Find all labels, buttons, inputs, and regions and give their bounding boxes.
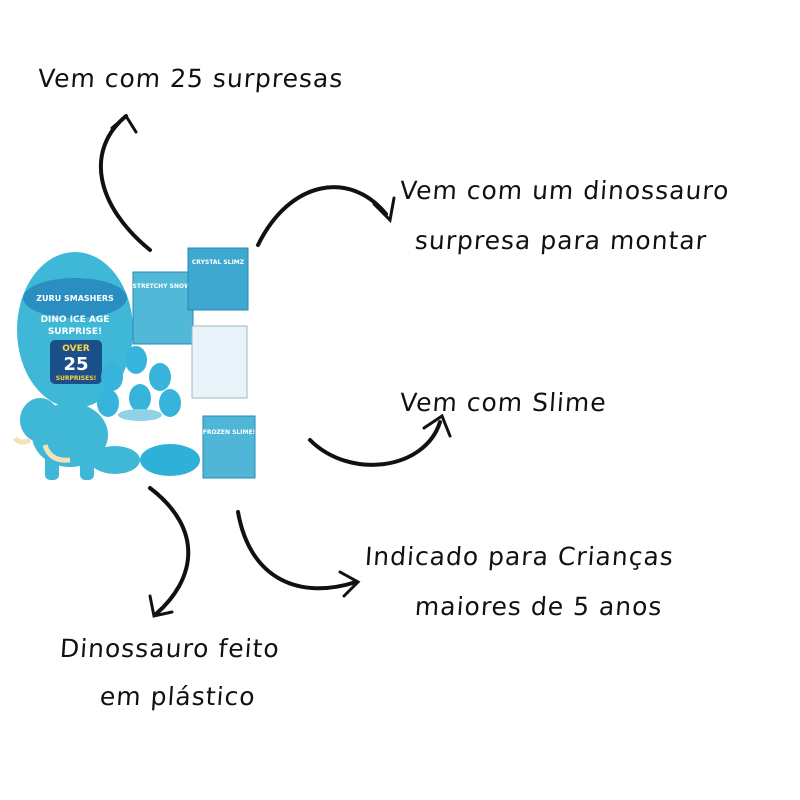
mammoth-toy <box>20 398 108 480</box>
frozen-slime-pack <box>202 415 256 479</box>
annotation-dino-line1: Vem com um dinossauro <box>398 176 731 205</box>
annotation-dino-line2: surpresa para montar <box>413 226 709 255</box>
egg-surprises: SURPRISES! <box>56 375 97 382</box>
annotation-plastic-line2: em plástico <box>98 682 257 711</box>
egg-title-line1: DINO ICE AGE <box>41 315 110 325</box>
annotation-age-line2: maiores de 5 anos <box>413 592 664 621</box>
collector-sheet <box>191 325 248 399</box>
pack-stretchy-snow: STRETCHY SNOW! <box>133 283 194 290</box>
arrow-to-plastic <box>148 486 191 616</box>
arrow-to-surprises <box>98 114 152 252</box>
annotation-slime: Vem com Slime <box>398 388 608 417</box>
pack-crystal-slimz: CRYSTAL SLIMZ <box>192 259 245 266</box>
annotation-surprises: Vem com 25 surpresas <box>36 64 345 93</box>
egg-count: 25 <box>63 354 88 375</box>
product-image: ZURU SMASHERS DINO ICE AGE SURPRISE! OVE… <box>12 247 256 480</box>
crystal-slimz-pack <box>187 247 249 311</box>
arrow-to-age <box>236 510 358 591</box>
slime-blob <box>90 446 140 474</box>
pack-frozen-slime: FROZEN SLIME! <box>203 429 256 436</box>
arrow-to-dino <box>256 185 388 247</box>
annotation-age-line1: Indicado para Crianças <box>363 542 675 571</box>
arrow-to-slime <box>308 420 442 467</box>
egg-over: OVER <box>62 344 90 354</box>
annotation-plastic-line1: Dinossauro feito <box>58 634 281 663</box>
egg-brand: ZURU SMASHERS <box>36 294 114 303</box>
mini-eggs <box>97 346 181 417</box>
egg-title-line2: SURPRISE! <box>48 327 102 337</box>
